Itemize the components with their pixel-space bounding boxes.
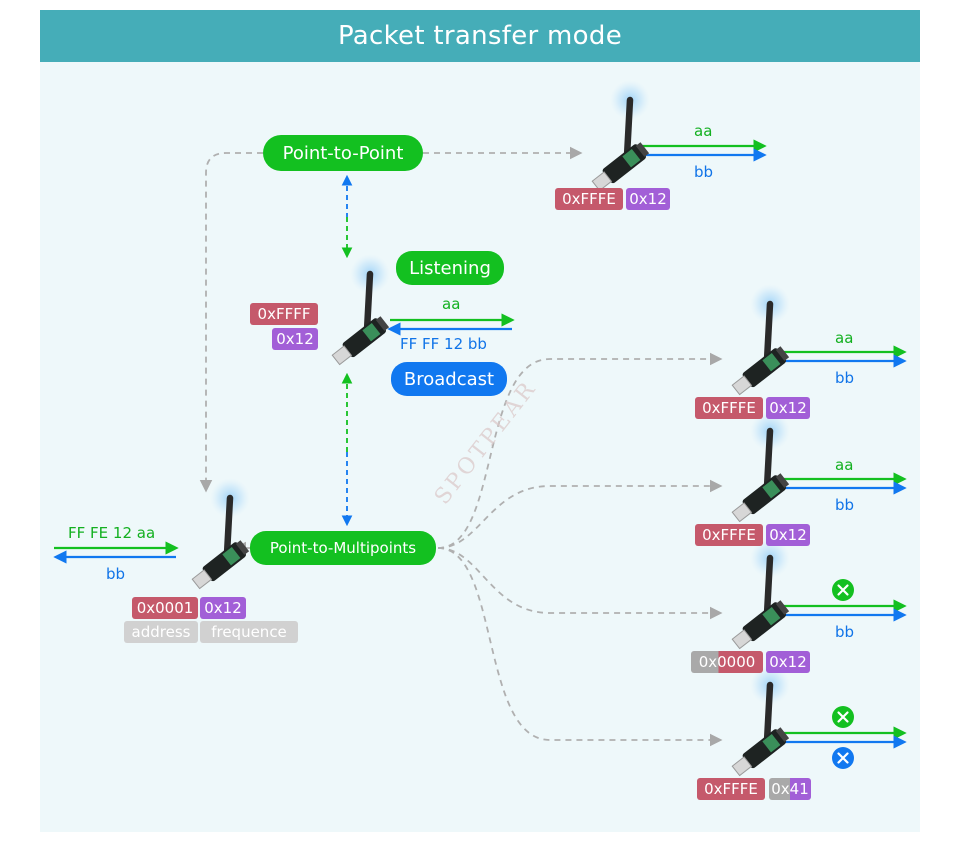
p2p-send-label: aa [694, 122, 713, 140]
p2p-frequence-tag: 0x12 [626, 188, 670, 210]
link-multi-to-target-1 [437, 352, 723, 549]
center-frequence-tag: 0x12 [272, 328, 318, 350]
target-1-frequence-tag: 0x12 [766, 397, 810, 419]
target-1-device-icon [730, 284, 790, 397]
blocked-icon [832, 579, 854, 601]
address-caption: address [124, 621, 198, 643]
blocked-icon [832, 706, 854, 728]
target-1-address-tag: 0xFFFE [695, 397, 763, 419]
target-4-address-tag: 0xFFFE [697, 778, 765, 800]
target-4-frequence-tag: 0x41 [769, 778, 811, 800]
target-2-receive-label: bb [835, 496, 855, 514]
flow-arrows [53, 139, 907, 749]
target-3-device-icon [730, 538, 790, 651]
blocked-icon [832, 747, 854, 769]
point-to-point-pill: Point-to-Point [263, 135, 423, 171]
point-to-multipoints-pill: Point-to-Multipoints [250, 531, 436, 565]
p2p-device-icon [590, 80, 650, 193]
source-send-label: FF FE 12 aa [68, 524, 156, 542]
dashed-links [199, 146, 723, 747]
link-p2p-to-source [199, 152, 263, 493]
center-address-tag: 0xFFFF [250, 303, 318, 325]
target-2-device-icon [730, 411, 790, 524]
target-3-address-tag: 0x0000 [691, 651, 763, 673]
listening-pill: Listening [396, 251, 504, 285]
source-frequence-tag: 0x12 [200, 597, 246, 619]
center-device-icon [330, 254, 390, 367]
diagram-canvas [53, 62, 907, 832]
page-title: Packet transfer mode [337, 21, 622, 51]
target-2-address-tag: 0xFFFE [695, 524, 763, 546]
source-address-tag: 0x0001 [132, 597, 198, 619]
center-send-label: aa [442, 295, 461, 313]
target-1-send-label: aa [835, 329, 854, 347]
center-receive-label: FF FF 12 bb [400, 335, 487, 353]
link-multi-to-target-2 [437, 479, 723, 549]
frequence-caption: frequence [200, 621, 298, 643]
title-banner: Packet transfer mode [40, 10, 920, 62]
diagram-panel: SPOTPEAR Point-to-Point Listening Broadc… [40, 62, 920, 832]
source-receive-label: bb [106, 565, 126, 583]
p2p-receive-label: bb [694, 163, 714, 181]
target-3-receive-label: bb [835, 623, 855, 641]
source-device-icon [190, 478, 250, 591]
target-4-device-icon [730, 665, 790, 778]
link-multi-to-target-3 [437, 547, 723, 620]
target-3-frequence-tag: 0x12 [766, 651, 810, 673]
link-multi-to-target-4 [437, 547, 723, 747]
broadcast-pill: Broadcast [391, 362, 507, 396]
target-2-frequence-tag: 0x12 [766, 524, 810, 546]
target-2-send-label: aa [835, 456, 854, 474]
target-1-receive-label: bb [835, 369, 855, 387]
p2p-address-tag: 0xFFFE [555, 188, 623, 210]
